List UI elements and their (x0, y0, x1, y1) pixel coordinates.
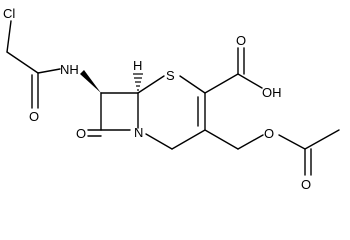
bond-c2-cooh (204, 73, 239, 94)
bond-acyl-methyl (304, 129, 340, 150)
bond-c3-c4 (171, 129, 206, 150)
wedge-bond-c7-nh (80, 70, 101, 93)
atom-label-s: S (166, 68, 175, 83)
atom-label-ester-o: O (264, 126, 274, 141)
atom-label-amide-o: O (29, 109, 39, 124)
bond-carbonyl-nh (37, 68, 61, 74)
atom-label-lactam-o: O (76, 126, 86, 141)
atom-label-acetyl-o: O (301, 177, 311, 192)
atom-label-acid-o: O (236, 33, 246, 48)
bond-s-c2 (179, 75, 206, 94)
bond-cl-ch2 (6, 20, 12, 53)
atom-label-ring-n: N (134, 125, 143, 140)
bond-c3-ch2 (204, 129, 239, 150)
bond-o-acyl (278, 134, 306, 150)
bond-c6-s (137, 75, 165, 94)
bond-ch2-o (237, 134, 264, 150)
atom-labels: Cl NH O H S OH O N O O O (3, 6, 311, 192)
atom-label-cl: Cl (3, 6, 15, 21)
bond-c4-n (145, 133, 173, 150)
bond-ch2-carbonyl (6, 51, 39, 74)
bond-cooh-oh (237, 73, 263, 89)
chemical-structure: Cl NH O H S OH O N O O O (3, 6, 340, 192)
hash-bond-c6-h (133, 73, 143, 91)
atom-label-nh: NH (60, 62, 79, 77)
atom-label-h: H (133, 58, 142, 73)
bonds (6, 20, 340, 176)
atom-label-oh: OH (262, 85, 282, 100)
